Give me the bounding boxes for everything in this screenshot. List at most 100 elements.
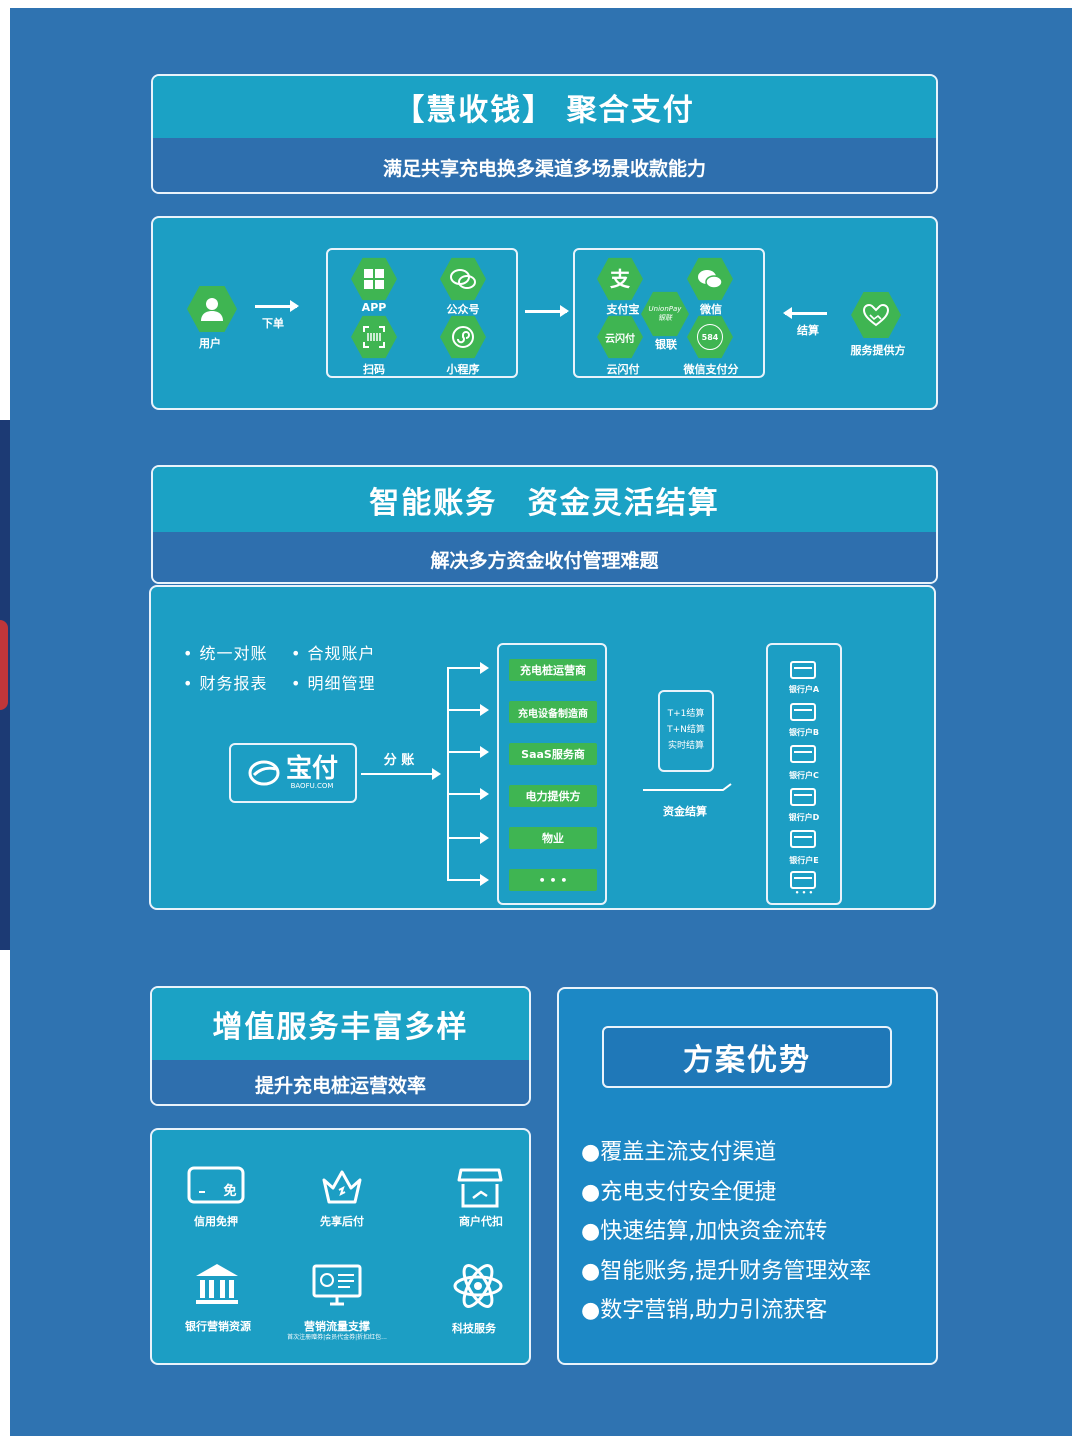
section3-subtitle: 提升充电桩运营效率 xyxy=(152,1060,529,1104)
channel-mini: 小程序 xyxy=(446,363,480,376)
pay-wechat-score: 微信支付分 xyxy=(683,363,739,376)
pay-cloudpay: 云闪付 xyxy=(606,363,640,376)
monitor-icon xyxy=(312,1264,362,1306)
section1-banner: 【慧收钱】 聚合支付 满足共享充电换多渠道多场景收款能力 xyxy=(151,74,938,194)
user-label: 用户 xyxy=(199,337,221,350)
bank-building-icon xyxy=(196,1264,238,1304)
pay-alipay: 支付宝 xyxy=(606,303,640,316)
bank-card-icon-c xyxy=(790,745,816,763)
advantage-4: ●智能账务,提升财务管理效率 xyxy=(581,1259,872,1284)
section2-banner: 智能账务 资金灵活结算 解决多方资金收付管理难题 xyxy=(151,465,938,584)
bank-card-icon-b xyxy=(790,703,816,721)
order-arrow xyxy=(255,300,299,312)
section1-title: 【慧收钱】 聚合支付 xyxy=(153,76,936,138)
app-icon xyxy=(351,257,397,301)
advantages-panel: 方案优势 ●覆盖主流支付渠道 ●充电支付安全便捷 ●快速结算,加快资金流转 ●智… xyxy=(557,987,938,1365)
party-saas: SaaS服务商 xyxy=(509,743,597,765)
channel-app: APP xyxy=(361,301,387,314)
bank-b: 银行户B xyxy=(788,728,820,737)
settle-realtime: 实时结算 xyxy=(667,741,704,751)
advantage-3: ●快速结算,加快资金流转 xyxy=(581,1219,828,1244)
credit-card-text: 免 xyxy=(223,1183,236,1199)
branch-arrow-6 xyxy=(447,874,489,886)
party-power: 电力提供方 xyxy=(509,785,597,807)
settle-label: 结算 xyxy=(797,324,819,337)
settle-t1: T+1结算 xyxy=(667,709,705,719)
alipay-icon: 支 xyxy=(597,257,643,301)
baofu-brand: 宝付 xyxy=(285,754,338,784)
section2-title: 智能账务 资金灵活结算 xyxy=(153,467,936,532)
baofu-logo-icon xyxy=(248,760,280,786)
handshake-icon xyxy=(851,292,901,338)
bank-c: 银行户C xyxy=(789,771,819,780)
credit-card-icon: 免 xyxy=(187,1166,245,1204)
payment-flow-panel: 用户 下单 APP 公众号 扫码 小程序 支 支付宝 UnionPay 银联 银… xyxy=(151,216,938,410)
service-tech: 科技服务 xyxy=(452,1322,496,1335)
mini-program-icon xyxy=(440,315,486,359)
bullet-detail: • 明细管理 xyxy=(291,674,376,693)
advantage-2: ●充电支付安全便捷 xyxy=(581,1180,777,1205)
bank-card-icon-e xyxy=(790,830,816,848)
service-traffic: 营销流量支撑 xyxy=(304,1320,370,1333)
parties-box: 充电桩运营商 充电设备制造商 SaaS服务商 电力提供方 物业 • • • xyxy=(497,643,607,905)
service-traffic-note: 首次注册赠券|会员代金券|折扣红包... xyxy=(287,1334,387,1341)
advantage-5: ●数字营销,助力引流获客 xyxy=(581,1298,828,1323)
bullet-reconcile: • 统一对账 xyxy=(183,644,268,663)
accounting-panel: • 统一对账 • 合规账户 • 财务报表 • 明细管理 宝付 BAOFU.COM… xyxy=(149,585,936,910)
pay-unionpay: 银联 xyxy=(655,338,677,351)
scan-icon xyxy=(351,315,397,359)
service-bank-marketing: 银行营销资源 xyxy=(185,1320,251,1333)
advantage-1: ●覆盖主流支付渠道 xyxy=(581,1140,777,1165)
advantages-title-box: 方案优势 xyxy=(602,1026,892,1088)
advantages-title: 方案优势 xyxy=(683,1043,811,1078)
wechat-score-logo: 584 xyxy=(697,324,723,350)
payment-box: 支 支付宝 UnionPay 银联 银联 微信 云闪付 云闪付 584 微信支付… xyxy=(573,248,765,378)
settle-mode-box: T+1结算 T+N结算 实时结算 xyxy=(658,690,714,772)
cloudpay-icon: 云闪付 xyxy=(597,315,643,359)
baofu-logo-box: 宝付 BAOFU.COM xyxy=(229,743,357,803)
bullet-report: • 财务报表 xyxy=(183,674,268,693)
channel-official: 公众号 xyxy=(446,303,480,316)
branch-arrow-3 xyxy=(447,746,489,758)
user-icon xyxy=(187,286,237,332)
fund-settle-arrow xyxy=(643,783,732,791)
channel-box: APP 公众号 扫码 小程序 xyxy=(326,248,518,378)
wechat-score-icon: 584 xyxy=(687,315,733,359)
section3-banner: 增值服务丰富多样 提升充电桩运营效率 xyxy=(150,986,531,1106)
crown-icon xyxy=(322,1170,362,1204)
branch-arrow-5 xyxy=(447,832,489,844)
branch-arrow-4 xyxy=(447,788,489,800)
atom-icon xyxy=(453,1264,503,1308)
bank-card-icon-a xyxy=(790,661,816,679)
cloudpay-logo: 云闪付 xyxy=(605,333,635,345)
split-branch-line xyxy=(447,667,449,881)
service-merchant-debit: 商户代扣 xyxy=(459,1215,503,1228)
unionpay-logo: UnionPay 银联 xyxy=(648,305,682,322)
bank-more: • • • xyxy=(794,889,814,897)
edge-decoration xyxy=(0,420,10,950)
section3-title: 增值服务丰富多样 xyxy=(152,988,529,1060)
channel-scan: 扫码 xyxy=(363,363,385,376)
settle-tn: T+N结算 xyxy=(667,725,705,735)
provider-label: 服务提供方 xyxy=(850,344,906,357)
split-arrow xyxy=(361,768,441,780)
branch-arrow-1 xyxy=(447,662,489,674)
bank-box: 银行户A 银行户B 银行户C 银行户D 银行户E • • • xyxy=(766,643,842,905)
bank-d: 银行户D xyxy=(788,813,820,822)
wechat-official-icon xyxy=(440,257,486,301)
wechat-pay-icon xyxy=(687,257,733,301)
bank-card-icon-more xyxy=(790,871,816,889)
channel-to-payment-arrow xyxy=(525,305,569,317)
settle-arrow xyxy=(783,307,827,319)
section2-subtitle: 解决多方资金收付管理难题 xyxy=(153,532,936,582)
split-label: 分 账 xyxy=(383,753,415,768)
fund-settle-label: 资金结算 xyxy=(663,805,707,818)
bank-card-icon-d xyxy=(790,788,816,806)
bullet-compliance: • 合规账户 xyxy=(291,644,376,663)
pay-wechat: 微信 xyxy=(700,303,722,316)
svg-text:支: 支 xyxy=(610,267,631,291)
party-property: 物业 xyxy=(509,827,597,849)
shop-icon xyxy=(457,1168,503,1208)
bank-e: 银行户E xyxy=(789,856,819,865)
order-label: 下单 xyxy=(262,317,284,330)
